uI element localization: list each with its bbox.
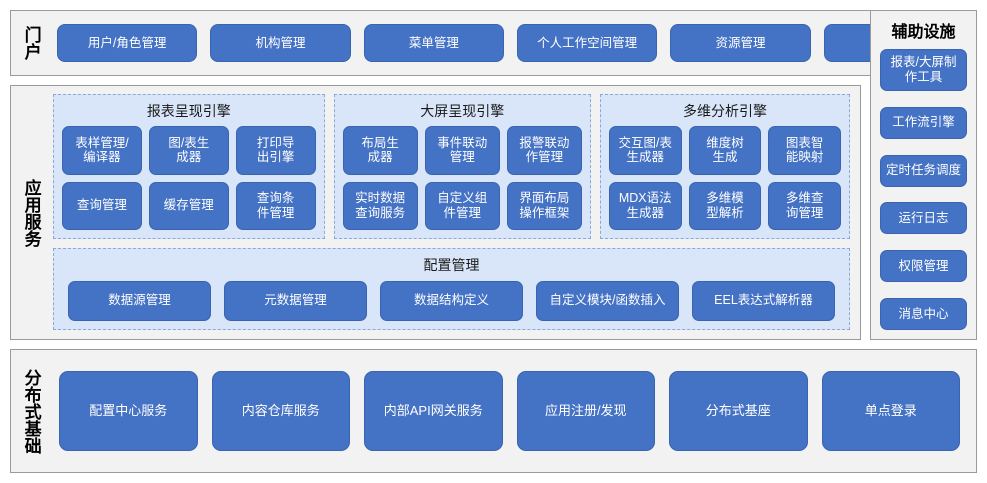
- engine-report-item-1[interactable]: 图/表生 成器: [148, 126, 229, 175]
- engine-panel-row: 报表呈现引擎 表样管理/ 编译器 图/表生 成器 打印导 出引擎 查询管理 缓存…: [53, 94, 850, 239]
- distributed-foundation-section: 分布式基础 配置中心服务 内容仓库服务 内部API网关服务 应用注册/发现 分布…: [10, 349, 977, 473]
- engine-panel-bigscreen: 大屏呈现引擎 布局生 成器 事件联动 管理 报警联动 作管理 实时数据 查询服务…: [333, 94, 591, 239]
- infra-item-2[interactable]: 内部API网关服务: [364, 371, 503, 451]
- aux-item-5[interactable]: 消息中心: [880, 297, 967, 330]
- engine-panel-olap: 多维分析引擎 交互图/表 生成器 维度树 生成 图表智 能映射 MDX语法 生成…: [599, 94, 850, 239]
- engine-panel-report-title: 报表呈现引擎: [146, 103, 231, 119]
- config-item-0[interactable]: 数据源管理: [68, 280, 211, 321]
- infra-item-1[interactable]: 内容仓库服务: [211, 371, 350, 451]
- aux-item-4[interactable]: 权限管理: [880, 250, 967, 283]
- engine-bigscreen-item-4[interactable]: 自定义组 件管理: [424, 181, 500, 230]
- engine-olap-item-4[interactable]: 多维模 型解析: [688, 181, 762, 230]
- engine-report-item-2[interactable]: 打印导 出引擎: [235, 126, 316, 175]
- engine-olap-item-0[interactable]: 交互图/表 生成器: [608, 126, 682, 175]
- config-management-title: 配置管理: [423, 257, 480, 273]
- config-item-4[interactable]: EEL表达式解析器: [692, 280, 835, 321]
- aux-facilities-list: 报表/大屏制 作工具 工作流引擎 定时任务调度 运行日志 权限管理 消息中心: [871, 49, 976, 332]
- config-item-1[interactable]: 元数据管理: [224, 280, 367, 321]
- engine-panel-olap-title: 多维分析引擎: [682, 103, 767, 119]
- engine-panel-bigscreen-grid: 布局生 成器 事件联动 管理 报警联动 作管理 实时数据 查询服务 自定义组 件…: [342, 126, 582, 230]
- application-services-section: 应用服务 报表呈现引擎 表样管理/ 编译器 图/表生 成器 打印导 出引擎 查询…: [10, 85, 861, 340]
- engine-bigscreen-item-0[interactable]: 布局生 成器: [342, 126, 418, 175]
- engine-report-item-4[interactable]: 缓存管理: [148, 181, 229, 230]
- infra-item-3[interactable]: 应用注册/发现: [516, 371, 655, 451]
- portal-item-3[interactable]: 个人工作空间管理: [516, 24, 658, 62]
- portal-item-1[interactable]: 机构管理: [210, 24, 351, 62]
- engine-bigscreen-item-5[interactable]: 界面布局 操作框架: [506, 181, 582, 230]
- distributed-foundation-label: 分布式基础: [21, 368, 41, 454]
- config-management-list: 数据源管理 元数据管理 数据结构定义 自定义模块/函数插入 EEL表达式解析器: [62, 280, 841, 321]
- portal-item-list: 用户/角色管理 机构管理 菜单管理 个人工作空间管理 资源管理 自助分析: [51, 11, 976, 75]
- engine-bigscreen-item-2[interactable]: 报警联动 作管理: [506, 126, 582, 175]
- portal-item-0[interactable]: 用户/角色管理: [57, 24, 198, 62]
- config-item-2[interactable]: 数据结构定义: [380, 280, 523, 321]
- distributed-foundation-list: 配置中心服务 内容仓库服务 内部API网关服务 应用注册/发现 分布式基座 单点…: [51, 350, 976, 472]
- portal-item-2[interactable]: 菜单管理: [363, 24, 504, 62]
- aux-item-0[interactable]: 报表/大屏制 作工具: [880, 49, 967, 91]
- engine-bigscreen-item-3[interactable]: 实时数据 查询服务: [342, 181, 418, 230]
- aux-facilities-title: 辅助设施: [891, 24, 956, 41]
- portal-item-4[interactable]: 资源管理: [670, 24, 811, 62]
- aux-item-2[interactable]: 定时任务调度: [880, 154, 967, 187]
- aux-item-3[interactable]: 运行日志: [880, 202, 967, 235]
- engine-olap-item-1[interactable]: 维度树 生成: [688, 126, 762, 175]
- config-management-panel: 配置管理 数据源管理 元数据管理 数据结构定义 自定义模块/函数插入 EEL表达…: [53, 248, 850, 330]
- portal-section-label: 门户: [21, 26, 41, 60]
- engine-panel-report: 报表呈现引擎 表样管理/ 编译器 图/表生 成器 打印导 出引擎 查询管理 缓存…: [53, 94, 325, 239]
- engine-report-item-0[interactable]: 表样管理/ 编译器: [62, 126, 142, 175]
- engine-bigscreen-item-1[interactable]: 事件联动 管理: [424, 126, 500, 175]
- top-row: 门户 用户/角色管理 机构管理 菜单管理 个人工作空间管理 资源管理 自助分析: [10, 10, 977, 76]
- application-services-label: 应用服务: [21, 178, 41, 247]
- infra-item-0[interactable]: 配置中心服务: [59, 371, 198, 451]
- engine-report-item-3[interactable]: 查询管理: [62, 181, 142, 230]
- portal-section: 门户 用户/角色管理 机构管理 菜单管理 个人工作空间管理 资源管理 自助分析: [10, 10, 977, 76]
- aux-item-1[interactable]: 工作流引擎: [880, 106, 967, 139]
- aux-facilities-section: 辅助设施 报表/大屏制 作工具 工作流引擎 定时任务调度 运行日志 权限管理 消…: [870, 10, 977, 340]
- engine-panel-bigscreen-title: 大屏呈现引擎: [420, 103, 505, 119]
- engine-olap-item-2[interactable]: 图表智 能映射: [768, 126, 841, 175]
- engine-panel-report-grid: 表样管理/ 编译器 图/表生 成器 打印导 出引擎 查询管理 缓存管理 查询条 …: [62, 126, 316, 230]
- engine-panel-olap-grid: 交互图/表 生成器 维度树 生成 图表智 能映射 MDX语法 生成器 多维模 型…: [608, 126, 841, 230]
- infra-item-5[interactable]: 单点登录: [821, 371, 960, 451]
- engine-olap-item-5[interactable]: 多维查 询管理: [768, 181, 841, 230]
- engine-report-item-5[interactable]: 查询条 件管理: [235, 181, 316, 230]
- engine-olap-item-3[interactable]: MDX语法 生成器: [608, 181, 682, 230]
- config-item-3[interactable]: 自定义模块/函数插入: [536, 280, 679, 321]
- application-services-body: 报表呈现引擎 表样管理/ 编译器 图/表生 成器 打印导 出引擎 查询管理 缓存…: [51, 86, 860, 339]
- infra-item-4[interactable]: 分布式基座: [669, 371, 808, 451]
